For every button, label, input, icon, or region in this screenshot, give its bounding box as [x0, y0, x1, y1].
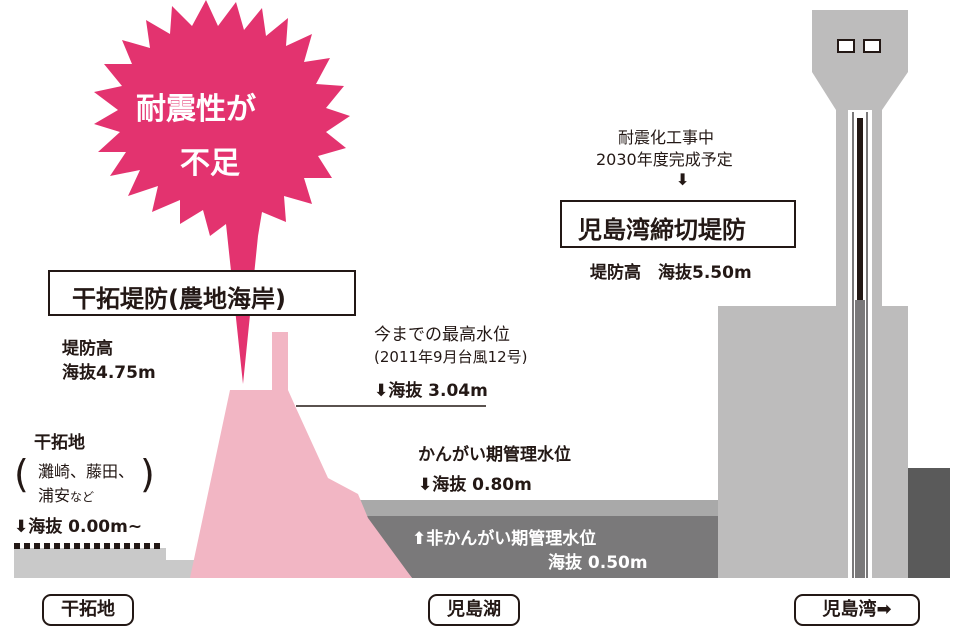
tidal-embankment-shape [190, 332, 412, 578]
reclaimed-places-line2: 浦安 [38, 486, 71, 505]
closing-work-line1: 耐震化工事中 [618, 128, 715, 147]
down-arrow-icon: ⬇ [374, 381, 389, 401]
max-water-title: 今までの最高水位 [374, 325, 510, 345]
paren-open: ( [14, 452, 29, 496]
bay-water [908, 468, 950, 578]
embankment-height-label: 堤防高 [62, 339, 113, 359]
structure-window-left [837, 39, 855, 53]
reclaimed-level: 海抜 0.00m~ [28, 517, 143, 537]
down-arrow-icon: ⬇ [418, 475, 433, 495]
irrigation-level: 海抜 0.80m [432, 475, 532, 495]
non-irrigation-level: 海抜 0.50m [548, 553, 648, 573]
burst-text-line2: 不足 [180, 146, 240, 181]
bottom-label-kojima-lake: 児島湖 [428, 594, 520, 626]
lake-water-nonirrigation [360, 514, 718, 578]
reclaimed-level-wrap: ⬇海抜 0.00m~ [14, 512, 142, 537]
max-water-note: (2011年9月台風12号) [374, 348, 528, 366]
right-arrow-icon: ➡ [876, 599, 892, 620]
kojima-bay-label: 児島湾 [822, 599, 877, 620]
non-irrigation-title: 非かんがい期管理水位 [426, 529, 597, 549]
reclaimed-places-suffix: など [70, 490, 95, 504]
non-irrigation-title-wrap: ⬆非かんがい期管理水位 [412, 524, 596, 549]
embankment-height-value: 海抜4.75m [62, 363, 156, 383]
structure-window-right [863, 39, 881, 53]
down-arrow-icon: ⬇ [14, 517, 29, 537]
burst-text-line1: 耐震性が [136, 92, 256, 127]
closing-work-line2: 2030年度完成予定 [596, 150, 733, 169]
paren-close: ) [140, 452, 155, 496]
bottom-label-kojima-bay: 児島湾➡ [794, 594, 920, 626]
reclaimed-places-line1: 灘崎、藤田、 [38, 462, 135, 481]
gate-rod-lower [855, 300, 865, 578]
max-water-level: 海抜 3.04m [388, 381, 488, 401]
closing-embankment-height: 堤防高 海抜5.50m [590, 263, 752, 283]
reclaimed-ground [14, 548, 166, 578]
burst-shape[interactable] [94, 0, 350, 384]
bottom-label-reclaimed-land: 干拓地 [42, 594, 134, 626]
irrigation-title: かんがい期管理水位 [418, 445, 571, 465]
lake-bed-left [160, 560, 200, 578]
max-water-level-wrap: ⬇海抜 3.04m [374, 376, 488, 401]
closing-embankment-name: 児島湾締切堤防 [560, 200, 796, 248]
tidal-embankment-name: 干拓堤防(農地海岸) [48, 270, 356, 316]
closing-embankment-structure [718, 10, 908, 578]
reclaimed-places-line2-wrap: 浦安など [38, 482, 94, 506]
down-arrow-icon: ⬇ [676, 170, 690, 189]
up-arrow-icon: ⬆ [412, 529, 427, 549]
lake-water-irrigation [350, 500, 718, 516]
reclaimed-land-title: 干拓地 [34, 433, 85, 453]
irrigation-level-wrap: ⬇海抜 0.80m [418, 470, 532, 495]
